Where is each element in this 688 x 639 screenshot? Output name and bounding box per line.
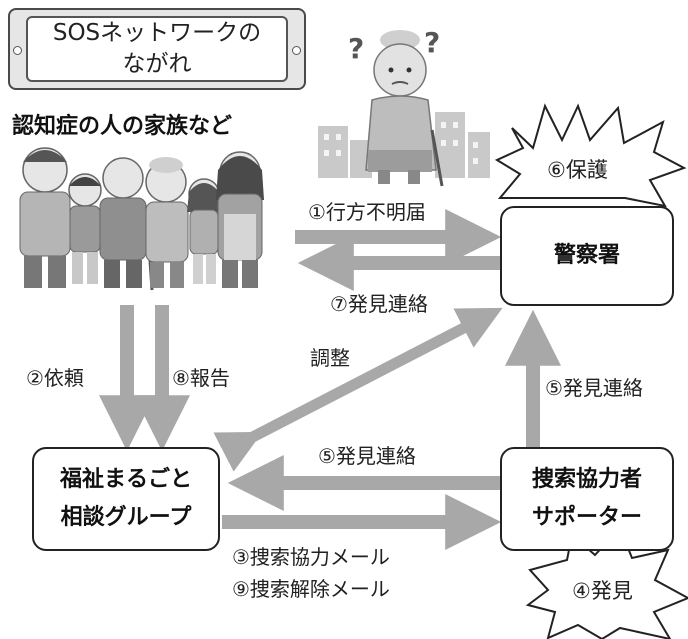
svg-text:?: ? [348,32,364,65]
screw-icon [13,46,22,55]
welfare-line2: 相談グループ [60,505,192,530]
step-2-label: ②依頼 [26,366,84,390]
step-1-label: ①行方不明届 [308,200,426,224]
step-7-label: ⑦発見連絡 [330,292,428,316]
title-line1: SOSネットワークの [52,20,262,46]
searcher-line1: 捜索協力者 [531,467,642,492]
welfare-line1: 福祉まるごと [59,467,192,492]
title-line2: ながれ [122,51,192,77]
family-group-icon [19,147,264,291]
police-box: 警察署 [500,206,674,306]
burst-found-shape [525,526,688,639]
step-5-right-label: ⑤発見連絡 [545,376,643,400]
step-9-label: ⑨捜索解除メール [232,577,390,601]
police-label: 警察署 [553,243,620,268]
burst-found-label: ④発見 [572,579,633,603]
title-box: SOSネットワークの ながれ [26,16,288,82]
welfare-box: 福祉まるごと 相談グループ [32,447,220,551]
searcher-line2: サポーター [531,505,642,530]
elderly-person-icon: ? ? [348,26,444,187]
adjust-label: 調整 [310,346,350,370]
searcher-box: 捜索協力者 サポーター [500,447,674,551]
step-3-label: ③捜索協力メール [232,545,390,569]
step-5-mid-label: ⑤発見連絡 [318,444,416,468]
title-plate: SOSネットワークの ながれ [8,8,306,90]
step-8-label: ⑧報告 [172,366,230,390]
burst-protect-shape [494,103,687,208]
burst-protect-label: ⑥保護 [547,158,608,182]
screw-icon [292,46,301,55]
family-label: 認知症の人の家族など [12,114,233,139]
arrow-adjust-diagonal [213,307,503,472]
svg-text:?: ? [424,26,440,59]
